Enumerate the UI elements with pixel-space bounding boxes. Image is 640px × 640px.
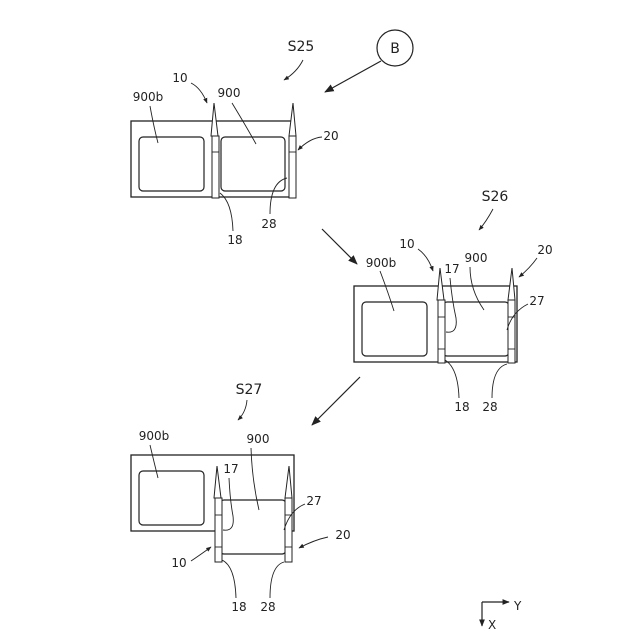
- label-20: 20: [537, 243, 552, 257]
- label-17: 17: [223, 462, 238, 476]
- label-10: 10: [399, 237, 414, 251]
- label-20: 20: [335, 528, 350, 542]
- label-20: 20: [323, 129, 338, 143]
- label-900: 900: [218, 86, 241, 100]
- workpiece-900b: [139, 137, 204, 191]
- workpiece-900: [220, 500, 286, 554]
- flow-arrow-2: [312, 377, 360, 425]
- connector-b-label: B: [390, 41, 400, 57]
- label-10: 10: [172, 71, 187, 85]
- label-28: 28: [261, 217, 276, 231]
- step-s25-label: S25: [288, 39, 315, 55]
- label-10: 10: [171, 556, 186, 570]
- label-17: 17: [444, 262, 459, 276]
- label-18: 18: [227, 233, 242, 247]
- step-s27-label: S27: [236, 382, 263, 398]
- axis-indicator: Y X: [482, 599, 522, 632]
- label-28: 28: [482, 400, 497, 414]
- label-900: 900: [247, 432, 270, 446]
- workpiece-900b: [139, 471, 204, 525]
- step-s27: S27 900b 900 17 27 20 10 18 28: [131, 382, 351, 614]
- step-s25: S25 900b 900 10 20 18 28: [131, 39, 339, 247]
- label-18: 18: [454, 400, 469, 414]
- blade-20: [289, 103, 296, 198]
- workpiece-900: [221, 137, 285, 191]
- flow-arrow-1: [322, 229, 357, 264]
- label-28: 28: [260, 600, 275, 614]
- label-900b: 900b: [139, 429, 170, 443]
- label-18: 18: [231, 600, 246, 614]
- blade-10: [437, 268, 445, 363]
- step-s26: S26 900b 900 10 17 20 27 18 28: [354, 189, 553, 414]
- workpiece-900b: [362, 302, 427, 356]
- axis-x-label: X: [488, 618, 496, 632]
- workpiece-900: [443, 302, 509, 356]
- label-900: 900: [465, 251, 488, 265]
- blade-10: [211, 103, 219, 198]
- label-900b: 900b: [366, 256, 397, 270]
- label-27: 27: [529, 294, 544, 308]
- connector-b: B: [325, 30, 413, 92]
- axis-y-label: Y: [513, 599, 522, 613]
- label-27: 27: [306, 494, 321, 508]
- label-900b: 900b: [133, 90, 164, 104]
- step-s26-label: S26: [482, 189, 509, 205]
